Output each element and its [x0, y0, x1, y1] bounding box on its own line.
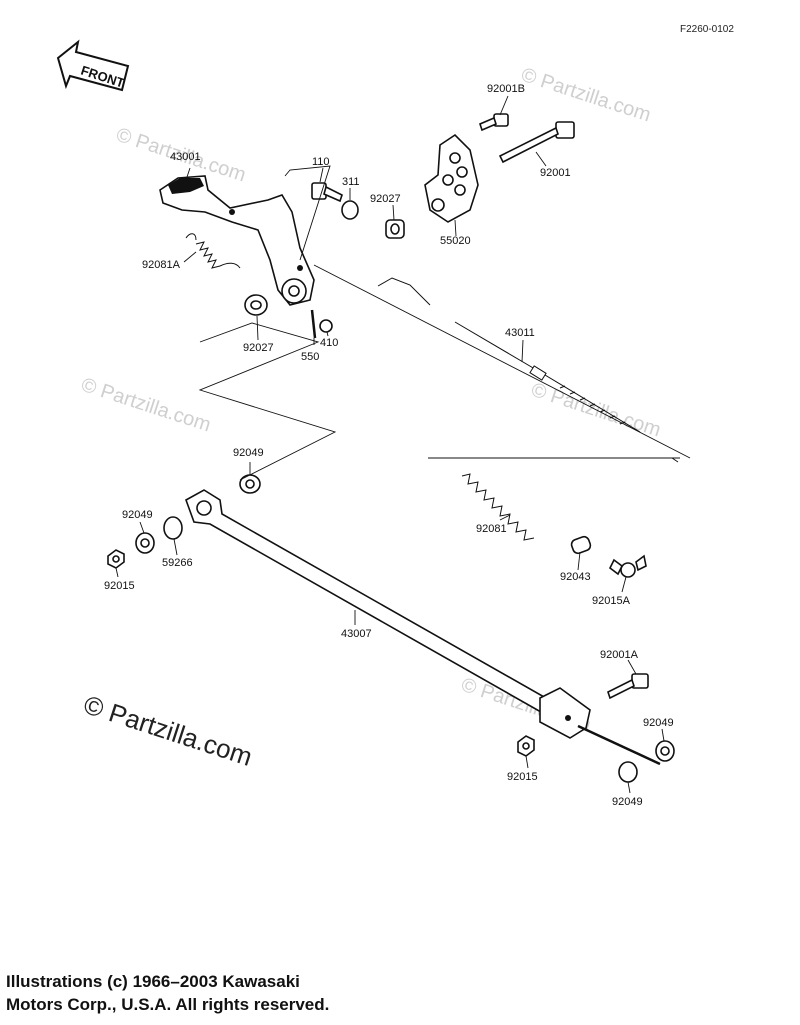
front-arrow-icon: FRONT — [56, 39, 130, 92]
label-92015-bottom: 92015 — [507, 771, 538, 783]
wing-nut-92015a — [608, 554, 647, 578]
label-110: 110 — [312, 156, 330, 168]
nut-92015-left — [107, 549, 125, 569]
watermark: © Partzilla.com — [78, 374, 213, 437]
label-92001b: 92001B — [487, 83, 525, 95]
collar-92049-left — [135, 532, 155, 554]
label-92001: 92001 — [540, 167, 571, 179]
collar-92049-top — [239, 474, 261, 494]
label-410: 410 — [320, 337, 338, 349]
assembly-lines — [198, 165, 691, 481]
label-92027-top: 92027 — [370, 193, 401, 205]
bolt-110 — [311, 182, 343, 203]
leader-lines — [115, 95, 665, 794]
copyright-notice: Illustrations (c) 1966–2003 Kawasaki Mot… — [6, 970, 526, 1016]
label-92081: 92081 — [476, 523, 507, 535]
label-59266: 59266 — [162, 557, 193, 569]
washer-92049-right-bottom — [618, 761, 638, 783]
bolt-92001b — [479, 113, 509, 132]
bushing-left — [244, 294, 268, 316]
bushing-top — [385, 219, 405, 239]
bushing-59266 — [163, 516, 183, 540]
label-43001: 43001 — [170, 151, 201, 163]
pin-550 — [310, 309, 317, 339]
label-92049-top: 92049 — [233, 447, 264, 459]
label-92015a: 92015A — [592, 595, 631, 607]
joint-92043 — [570, 535, 592, 555]
watermark: © Partzilla.com — [518, 64, 653, 127]
label-92015-left: 92015 — [104, 580, 135, 592]
nut-92015-bottom — [517, 735, 535, 757]
label-55020: 55020 — [440, 235, 471, 247]
figure-code: F2260-0102 — [680, 24, 734, 35]
label-92027-left: 92027 — [243, 342, 274, 354]
collar-311 — [341, 200, 359, 220]
copyright-line-1: Illustrations (c) 1966–2003 Kawasaki — [6, 972, 300, 991]
label-43007: 43007 — [341, 628, 372, 640]
washer-92049-right-top — [655, 740, 675, 762]
watermarks: © Partzilla.com © Partzilla.com © Partzi… — [78, 64, 663, 772]
label-550: 550 — [301, 351, 319, 363]
label-92081a: 92081A — [142, 259, 181, 271]
label-92049-right-top: 92049 — [643, 717, 674, 729]
label-92001a: 92001A — [600, 649, 639, 661]
part-labels: 43001 110 311 92027 92001B 92001 55020 9… — [104, 83, 674, 808]
copyright-line-2: Motors Corp., U.S.A. All rights reserved… — [6, 995, 330, 1014]
label-92049-right-bottom: 92049 — [612, 796, 643, 808]
label-92043: 92043 — [560, 571, 591, 583]
label-311: 311 — [342, 176, 360, 188]
brake-shaft — [185, 489, 661, 766]
label-92049-left: 92049 — [122, 509, 153, 521]
washer-410 — [319, 319, 333, 333]
label-43011: 43011 — [505, 327, 535, 339]
bolt-92001a — [607, 673, 649, 700]
return-spring-small — [185, 233, 241, 269]
bolt-92001 — [498, 121, 575, 164]
bracket-55020 — [424, 133, 479, 223]
return-spring-large — [461, 473, 535, 541]
watermark-large: © Partzilla.com — [80, 689, 256, 772]
brake-pedal — [159, 175, 315, 306]
brake-rod — [377, 277, 641, 433]
